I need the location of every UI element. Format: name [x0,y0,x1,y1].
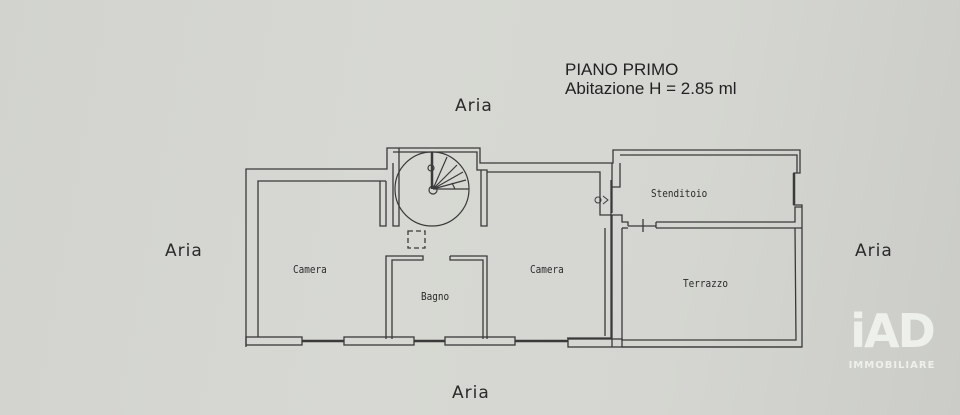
aria-label-right: Aria [855,241,893,261]
aria-label-top: Aria [455,96,493,116]
plan-title-floor: PIANO PRIMO [565,60,679,79]
vent-icon [594,195,609,205]
iad-logo: iAD IMMOBILIARE [842,308,942,371]
spiral-staircase-icon [394,151,470,227]
plan-title: PIANO PRIMO Abitazione H = 2.85 ml [565,60,737,98]
room-label-bagno: Bagno [421,290,450,303]
aria-label-left: Aria [165,241,203,261]
room-label-camera-right: Camera [530,263,564,276]
logo-mark: iAD [850,304,936,358]
plan-title-height: Abitazione H = 2.85 ml [565,79,737,98]
skylight-icon [407,230,426,249]
aria-label-bottom: Aria [452,383,490,403]
room-label-stenditoio: Stenditoio [651,187,708,200]
room-label-terrazzo: Terrazzo [683,277,729,290]
logo-text: IMMOBILIARE [848,360,936,371]
room-label-camera-left: Camera [293,263,327,276]
